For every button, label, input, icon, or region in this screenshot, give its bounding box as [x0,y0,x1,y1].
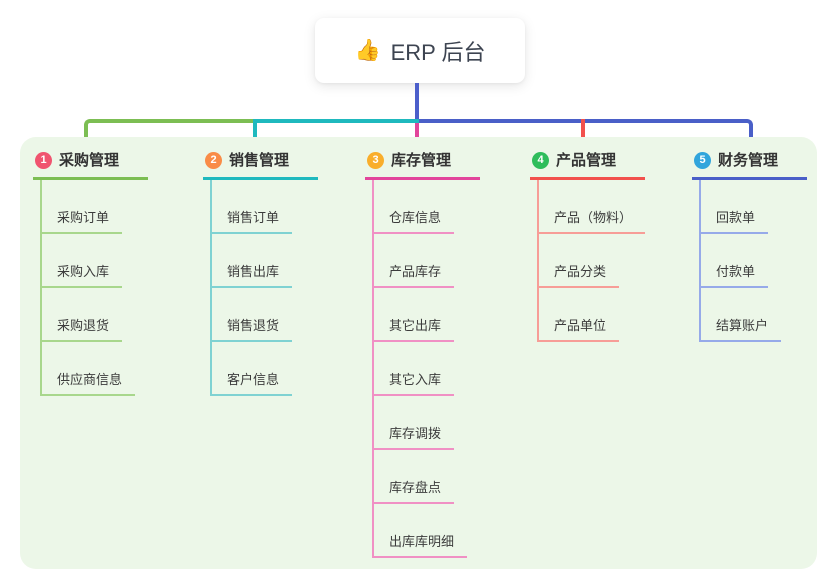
child-label: 产品（物料） [539,209,646,234]
child-node[interactable]: 客户信息 [212,342,318,396]
child-node[interactable]: 仓库信息 [374,180,480,234]
branch-title: 采购管理 [59,151,120,169]
branch-title: 库存管理 [391,151,452,169]
child-label: 回款单 [701,209,769,234]
child-label: 采购退货 [42,317,123,342]
branch-header-sales[interactable]: 2 销售管理 [203,151,318,180]
branch-header-purchase[interactable]: 1 采购管理 [33,151,148,180]
root-connector-line [415,83,419,123]
child-label: 产品库存 [374,263,455,288]
child-node[interactable]: 采购退货 [42,288,148,342]
branch-header-product[interactable]: 4 产品管理 [530,151,645,180]
child-label: 客户信息 [212,371,293,396]
branch-number-badge: 3 [367,152,384,169]
child-label: 其它出库 [374,317,455,342]
child-label: 库存调拨 [374,425,455,450]
branch-title: 财务管理 [718,151,779,169]
bus-line-segment-purchase [84,119,255,147]
branch-title: 产品管理 [556,151,617,169]
branch-children: 采购订单 采购入库 采购退货 供应商信息 [40,179,148,396]
child-node[interactable]: 产品单位 [539,288,645,342]
child-label: 销售退货 [212,317,293,342]
child-label: 销售出库 [212,263,293,288]
child-node[interactable]: 库存调拨 [374,396,480,450]
child-node[interactable]: 其它入库 [374,342,480,396]
branch-number-badge: 5 [694,152,711,169]
child-node[interactable]: 产品分类 [539,234,645,288]
branch-number-badge: 2 [205,152,222,169]
child-node[interactable]: 付款单 [701,234,807,288]
child-node[interactable]: 其它出库 [374,288,480,342]
child-node[interactable]: 销售订单 [212,180,318,234]
bus-line-segment-finance [419,119,753,147]
child-node[interactable]: 产品（物料） [539,180,646,234]
child-label: 付款单 [701,263,769,288]
child-node[interactable]: 库存盘点 [374,450,480,504]
child-label: 出库库明细 [374,533,468,558]
root-title: ERP 后台 [390,39,486,65]
branch-sales: 2 销售管理 销售订单 销售出库 销售退货 客户信息 [203,150,318,396]
branch-drop-line-inventory [415,123,419,147]
child-label: 采购订单 [42,209,123,234]
thumbs-up-icon: 👍 [354,38,381,62]
child-label: 仓库信息 [374,209,455,234]
child-label: 供应商信息 [42,371,136,396]
branch-purchase: 1 采购管理 采购订单 采购入库 采购退货 供应商信息 [33,150,148,396]
branch-children: 回款单 付款单 结算账户 [699,179,807,342]
child-node[interactable]: 回款单 [701,180,807,234]
child-node[interactable]: 采购入库 [42,234,148,288]
branch-header-inventory[interactable]: 3 库存管理 [365,151,480,180]
branch-number-badge: 1 [35,152,52,169]
child-label: 其它入库 [374,371,455,396]
child-node[interactable]: 结算账户 [701,288,807,342]
branch-finance: 5 财务管理 回款单 付款单 结算账户 [692,150,807,342]
child-label: 产品分类 [539,263,620,288]
child-label: 销售订单 [212,209,293,234]
branch-inventory: 3 库存管理 仓库信息 产品库存 其它出库 其它入库 库存调拨 库存盘点 出库库… [365,150,480,558]
branch-children: 仓库信息 产品库存 其它出库 其它入库 库存调拨 库存盘点 出库库明细 [372,179,480,558]
root-node[interactable]: 👍 ERP 后台 [315,18,525,83]
child-node[interactable]: 出库库明细 [374,504,480,558]
child-label: 产品单位 [539,317,620,342]
child-label: 库存盘点 [374,479,455,504]
branch-header-finance[interactable]: 5 财务管理 [692,151,807,180]
child-label: 结算账户 [701,317,782,342]
child-node[interactable]: 销售退货 [212,288,318,342]
branch-product: 4 产品管理 产品（物料） 产品分类 产品单位 [530,150,646,342]
child-node[interactable]: 销售出库 [212,234,318,288]
child-node[interactable]: 供应商信息 [42,342,148,396]
child-node[interactable]: 产品库存 [374,234,480,288]
bus-line-segment-sales [253,119,419,147]
child-label: 采购入库 [42,263,123,288]
branch-children: 销售订单 销售出库 销售退货 客户信息 [210,179,318,396]
branch-drop-line-product [581,119,585,147]
branches-panel [20,137,817,569]
child-node[interactable]: 采购订单 [42,180,148,234]
branch-number-badge: 4 [532,152,549,169]
branch-children: 产品（物料） 产品分类 产品单位 [537,179,646,342]
branch-title: 销售管理 [229,151,290,169]
